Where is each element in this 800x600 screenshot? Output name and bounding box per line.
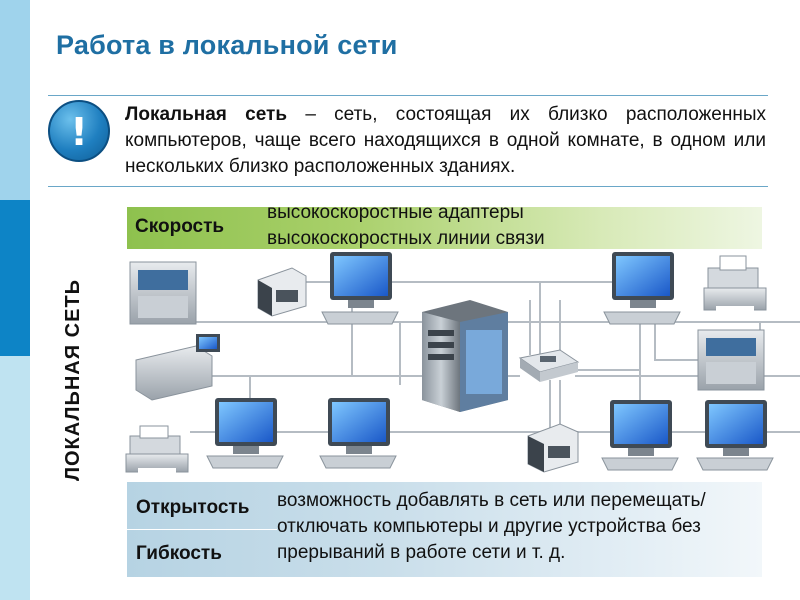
definition-text: Локальная сеть – сеть, состоящая их близ… bbox=[125, 102, 766, 180]
server-icon bbox=[422, 300, 508, 412]
speed-text: высокоскоростные адаптеры высокоскоростн… bbox=[267, 202, 545, 249]
definition-term: Локальная сеть bbox=[125, 104, 288, 125]
monitor-icon bbox=[319, 398, 397, 469]
scanner-machine-icon bbox=[135, 334, 220, 401]
monitor-icon bbox=[206, 398, 284, 469]
features-divider bbox=[127, 529, 277, 530]
page-title: Работа в локальной сети bbox=[56, 30, 398, 60]
features-bar bbox=[127, 482, 762, 577]
printer-icon bbox=[125, 425, 189, 473]
left-strip-accent bbox=[0, 200, 30, 356]
printer-icon bbox=[703, 255, 767, 312]
monitor-icon bbox=[603, 252, 681, 325]
copier-machine-icon bbox=[697, 329, 765, 391]
printer-icon bbox=[257, 267, 307, 317]
left-strip-light bbox=[0, 0, 30, 200]
printer-icon bbox=[527, 423, 579, 473]
speed-bar bbox=[127, 207, 762, 249]
monitor-icon bbox=[696, 400, 774, 471]
openness-label: Открытость bbox=[136, 497, 250, 518]
left-decor-strip bbox=[0, 0, 30, 600]
features-text: возможность добавлять в сеть или перемещ… bbox=[277, 490, 706, 563]
divider-top bbox=[48, 95, 768, 96]
definition-body: – сеть, состоящая их близко расположенны… bbox=[125, 104, 766, 177]
monitor-icon bbox=[321, 252, 399, 325]
copier-machine-icon bbox=[129, 261, 197, 325]
speed-label: Скорость bbox=[135, 216, 225, 237]
switch-icon bbox=[518, 349, 580, 382]
monitor-icon bbox=[601, 400, 679, 471]
exclamation-icon: ! bbox=[48, 100, 110, 162]
flexibility-label: Гибкость bbox=[136, 543, 222, 564]
divider-bottom bbox=[48, 186, 768, 187]
